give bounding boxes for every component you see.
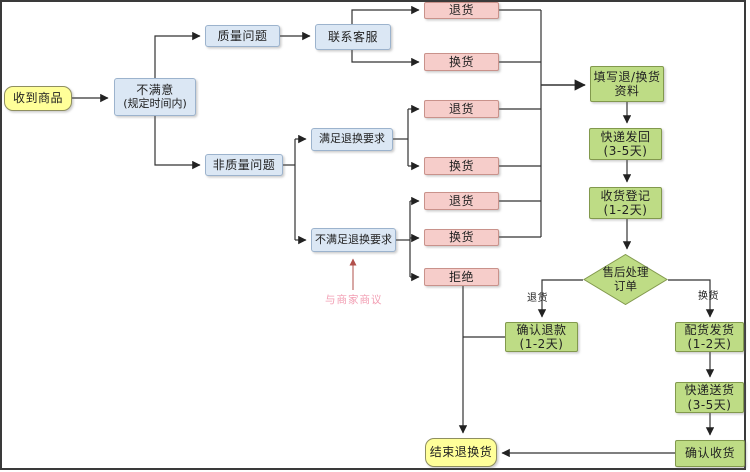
node-end-return-exchange: 结束退换货 [425,438,497,467]
node-exchange-3: 换货 [424,229,499,246]
node-receive-goods: 收到商品 [4,86,72,111]
edge-label-return: 退货 [527,293,548,304]
node-exchange-2: 换货 [424,157,499,175]
node-return-1: 退货 [424,2,499,19]
annotation-negotiate-with-merchant: 与商家商议 [325,294,383,306]
edge-label-exchange: 换货 [698,291,719,302]
node-quality-issue: 质量问题 [205,25,280,47]
node-confirm-refund: 确认退款 (1-2天) [505,322,578,352]
diamond-icon [583,254,668,305]
node-fill-return-info: 填写退/换货 资料 [590,66,664,102]
node-receipt-register: 收货登记 (1-2天) [589,187,662,219]
node-express-send-back: 快递发回 (3-5天) [589,128,662,160]
node-unsatisfied: 不满意 (规定时间内) [114,78,196,116]
node-return-2: 退货 [424,100,499,118]
node-reject: 拒绝 [424,268,499,286]
node-exchange-1: 换货 [424,53,499,71]
node-return-3: 退货 [424,192,499,210]
diamond-label: 售后处理 订单 [602,264,649,293]
node-express-delivery: 快递送货 (3-5天) [675,382,744,413]
node-aftersale-order: 售后处理 订单 [583,254,668,305]
node-not-meet-requirement: 不满足退换要求 [311,228,396,252]
node-non-quality-issue: 非质量问题 [205,154,283,176]
node-contact-service: 联系客服 [315,24,391,50]
node-meet-requirement: 满足退换要求 [311,128,393,151]
node-dispatch-ship: 配货发货 (1-2天) [675,322,744,352]
node-confirm-receipt: 确认收货 [675,440,745,467]
